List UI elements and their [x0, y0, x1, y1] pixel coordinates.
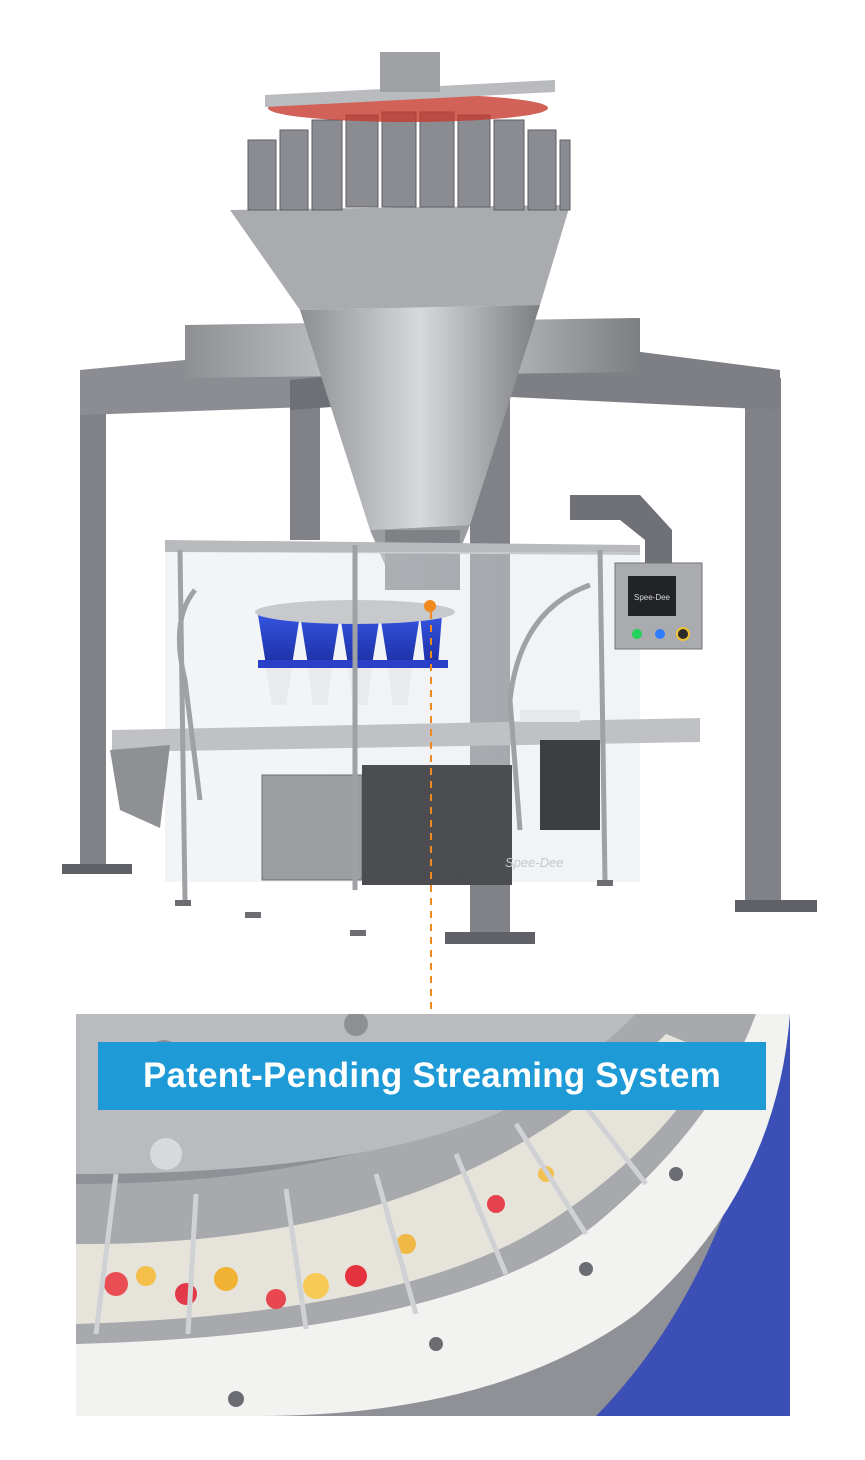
- green-indicator-icon: [632, 629, 642, 639]
- panel-brand-label: Spee-Dee: [634, 593, 671, 602]
- brand-mark-glass: Spee-Dee: [505, 855, 564, 870]
- caption-banner: Patent-Pending Streaming System: [98, 1042, 766, 1110]
- yellow-indicator-icon: [676, 627, 690, 641]
- blue-indicator-icon: [655, 629, 665, 639]
- candy-pieces: [104, 1166, 554, 1309]
- brand-mark-lower: Spee-Dee: [410, 867, 469, 882]
- machine-photo: Spee-Dee Spee-Dee Spee-Dee: [62, 52, 817, 944]
- weigher-heads: [247, 111, 571, 211]
